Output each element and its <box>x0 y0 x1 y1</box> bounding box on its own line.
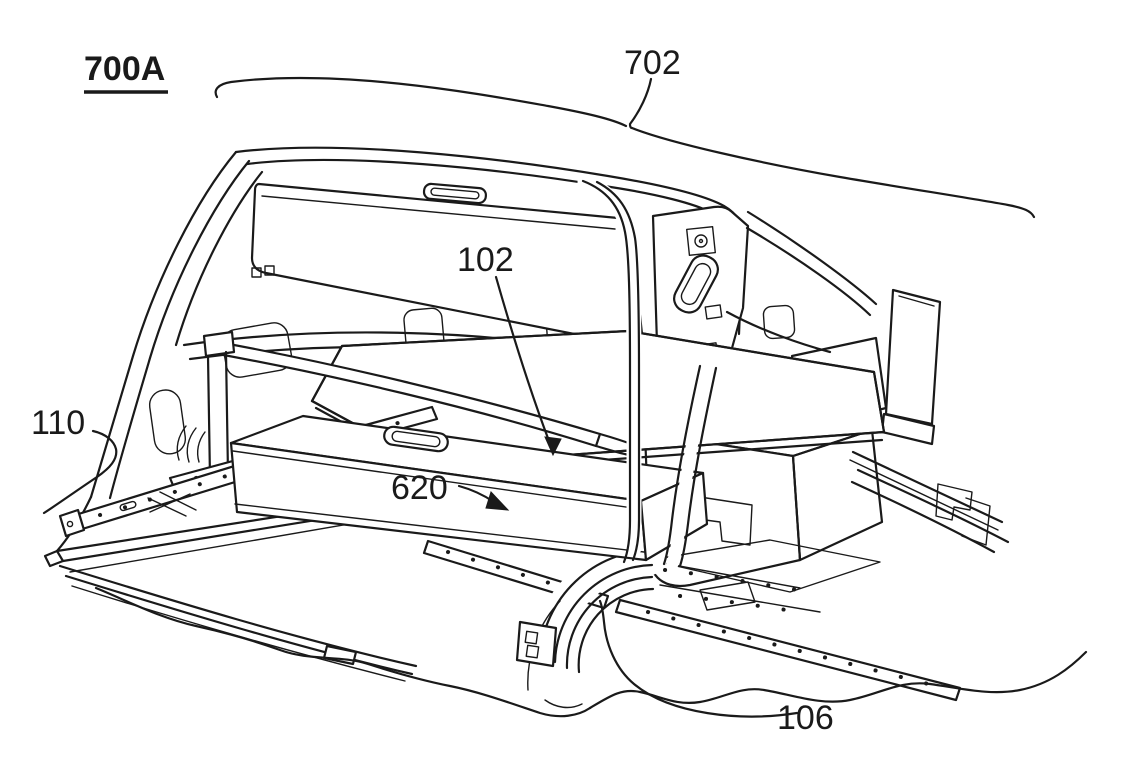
brace-702 <box>214 76 1036 219</box>
ref-label-102: 102 <box>457 241 514 279</box>
side-panel-hole <box>762 304 796 340</box>
tray-end-cap <box>43 549 65 568</box>
ref-label-620: 620 <box>391 469 448 507</box>
vehicle-line-art: 700A 702 102 110 620 106 <box>31 44 1088 737</box>
ref-label-106: 106 <box>777 699 834 737</box>
underbody-rail <box>614 598 962 702</box>
drawer-slot <box>383 425 449 453</box>
sill-bracket <box>935 483 973 521</box>
arrowhead-620 <box>485 491 510 511</box>
break-line <box>94 586 1088 718</box>
leader-line-102 <box>494 275 551 443</box>
ref-label-702: 702 <box>624 44 681 82</box>
ref-label-110: 110 <box>31 404 85 442</box>
side-gate-panel <box>849 288 1010 554</box>
rail-boot <box>176 425 206 463</box>
rail-cross-brace <box>147 491 197 517</box>
leader-lines <box>42 275 799 718</box>
left-pillar <box>55 150 264 553</box>
leader-line-106 <box>598 599 799 718</box>
leader-line-702 <box>628 77 653 130</box>
vent-slats <box>791 428 884 562</box>
figure-label-700a: 700A <box>84 50 165 88</box>
leader-line-110 <box>42 429 118 515</box>
drawer-box <box>229 414 709 562</box>
latch-bracket <box>515 620 558 668</box>
bed-rail-beam <box>202 330 636 480</box>
grab-handle <box>673 254 719 314</box>
screw-plate <box>686 226 716 256</box>
arrowhead-102 <box>544 436 562 457</box>
hoop-tubes <box>577 174 718 571</box>
